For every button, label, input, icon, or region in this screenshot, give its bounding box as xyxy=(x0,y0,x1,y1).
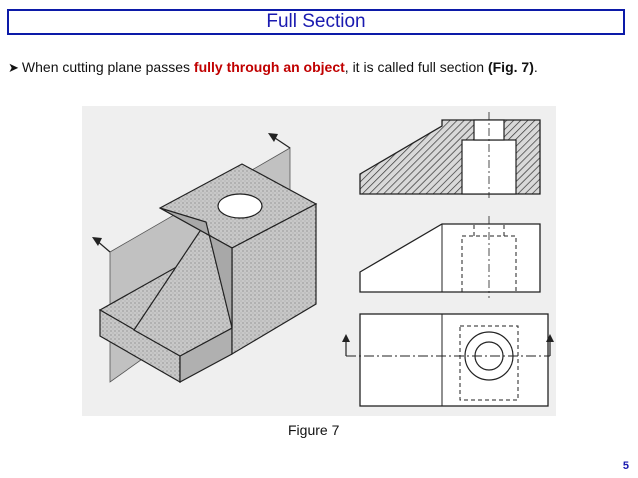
bullet-prefix: When cutting plane passes xyxy=(21,59,194,75)
chevron-right-icon: ➤ xyxy=(8,60,19,75)
bullet-middle: , it is called full section xyxy=(344,59,488,75)
sectioned-front-view xyxy=(359,112,541,198)
arrow-head-right xyxy=(268,133,278,142)
front-view xyxy=(359,216,541,298)
top-view xyxy=(342,313,554,407)
hidden-boss xyxy=(459,325,519,401)
hidden-line xyxy=(461,235,517,292)
slide-title: Full Section xyxy=(266,11,366,32)
arrow-head xyxy=(342,334,350,342)
bullet-emphasis: fully through an object xyxy=(193,59,345,75)
section-drawing-svg xyxy=(92,112,554,407)
figure-reference: (Fig. 7) xyxy=(487,59,534,75)
page-number: 5 xyxy=(622,460,629,472)
block-section-face xyxy=(159,207,233,329)
front-profile xyxy=(359,223,541,293)
title-box: Full Section xyxy=(7,9,625,35)
isometric-sectioned-object xyxy=(92,133,318,384)
figure-caption: Figure 7 xyxy=(288,422,340,438)
arrow-head-left xyxy=(92,237,102,246)
arrow-head xyxy=(546,334,554,342)
figure-7-drawing xyxy=(82,106,556,416)
bullet-suffix: . xyxy=(533,59,538,75)
hole-top xyxy=(217,193,263,219)
top-outline xyxy=(359,313,549,407)
bullet-point: ➤When cutting plane passes fully through… xyxy=(8,59,538,76)
